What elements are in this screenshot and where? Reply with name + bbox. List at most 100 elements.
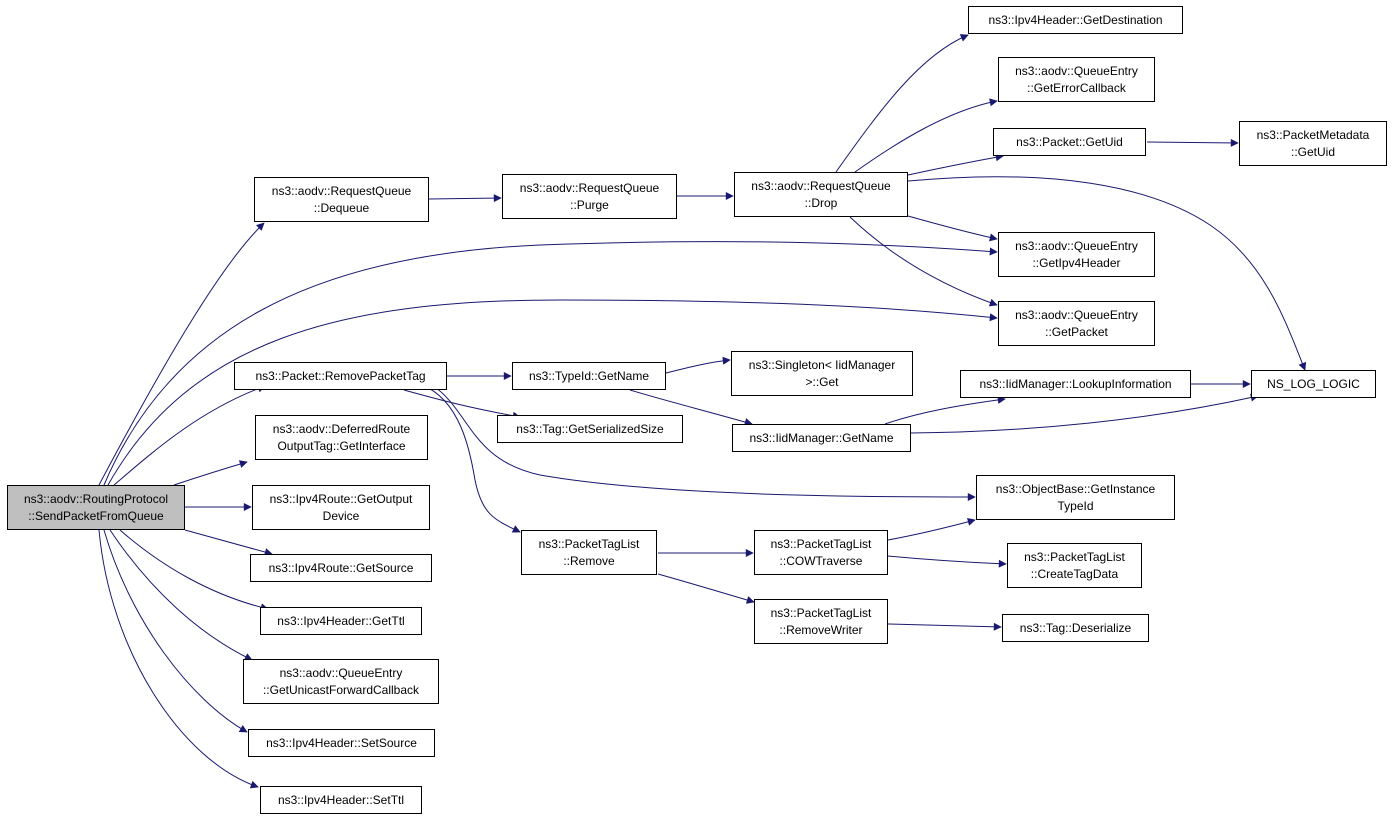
node-label-line: ns3::TypeId::GetName — [528, 368, 650, 383]
node-iid-getname[interactable]: ns3::IidManager::GetName — [732, 424, 911, 452]
node-root[interactable]: ns3::aodv::RoutingProtocol::SendPacketFr… — [7, 485, 185, 530]
node-qe-geterrcb[interactable]: ns3::aodv::QueueEntry::GetErrorCallback — [998, 57, 1155, 102]
node-label-line: Device — [322, 508, 360, 523]
node-label-line: ns3::PacketTagList — [770, 536, 872, 551]
node-label-line: ns3::PacketTagList — [538, 536, 640, 551]
node-rq-drop[interactable]: ns3::aodv::RequestQueue::Drop — [734, 172, 908, 217]
edge-pkt_getuid-to-pm_getuid — [1146, 138, 1239, 147]
edge-pkt_removetag-to-tag_getsize — [403, 389, 521, 420]
node-ipv4h-setsrc[interactable]: ns3::Ipv4Header::SetSource — [248, 729, 435, 757]
node-ipv4h-getdest[interactable]: ns3::Ipv4Header::GetDestination — [968, 6, 1183, 34]
node-label-line: ::SendPacketFromQueue — [28, 508, 164, 523]
node-ipv4h-setttl[interactable]: ns3::Ipv4Header::SetTtl — [260, 786, 422, 814]
edge-root-to-ipv4h_getttl — [119, 529, 269, 612]
node-label-line: ns3::aodv::RequestQueue — [271, 183, 412, 198]
node-ptl-removewriter[interactable]: ns3::PacketTagList::RemoveWriter — [754, 599, 888, 644]
edge-pkt_removetag-to-ob_getinst — [431, 384, 976, 501]
node-label-line: ns3::IidManager::LookupInformation — [979, 376, 1172, 391]
node-ipv4h-getttl[interactable]: ns3::Ipv4Header::GetTtl — [260, 607, 422, 635]
node-label-line: ::CreateTagData — [1030, 566, 1119, 581]
node-label-line: ::Dequeue — [313, 200, 370, 215]
node-ptl-createtag[interactable]: ns3::PacketTagList::CreateTagData — [1007, 543, 1142, 588]
edge-root-to-pkt_removetag — [113, 384, 266, 486]
node-label-line: >::Get — [805, 374, 839, 389]
node-label-line: ns3::Packet::RemovePacketTag — [255, 368, 426, 383]
node-label-line: ns3::Ipv4Route::GetSource — [268, 560, 414, 575]
node-label-line: TypeId — [1057, 498, 1094, 513]
node-tag-deser[interactable]: ns3::Tag::Deserialize — [1002, 614, 1149, 642]
edge-pkt_removetag-to-ptl_remove — [421, 384, 521, 533]
edge-rq_dequeue-to-rq_purge — [428, 194, 502, 203]
node-ptl-remove[interactable]: ns3::PacketTagList::Remove — [521, 530, 657, 575]
node-label-line: ::Purge — [570, 197, 609, 212]
node-label-line: ::GetErrorCallback — [1027, 80, 1126, 95]
edge-rq_drop-to-qe_geterrcb — [854, 98, 998, 173]
node-label-line: ns3::IidManager::GetName — [749, 430, 894, 445]
edge-root-to-route_getsrc — [184, 529, 273, 556]
node-qe-getipv4h[interactable]: ns3::aodv::QueueEntry::GetIpv4Header — [998, 232, 1155, 277]
node-qe-getucb[interactable]: ns3::aodv::QueueEntry::GetUnicastForward… — [243, 659, 439, 704]
edge-iid_getname-to-iid_lookup — [884, 395, 1006, 425]
edge-iid_getname-to-ns_log_logic — [910, 393, 1259, 434]
node-label-line: ns3::Ipv4Header::GetDestination — [988, 12, 1163, 27]
node-singleton-get[interactable]: ns3::Singleton< IidManager>::Get — [731, 351, 913, 396]
node-label-line: ns3::PacketMetadata — [1256, 127, 1370, 142]
node-label-line: ns3::Ipv4Header::SetSource — [266, 735, 417, 750]
node-rq-purge[interactable]: ns3::aodv::RequestQueue::Purge — [502, 174, 677, 219]
edge-ptl_cow-to-ptl_createtag — [887, 555, 1007, 568]
node-pkt-getuid[interactable]: ns3::Packet::GetUid — [993, 128, 1146, 156]
node-typeid-getname[interactable]: ns3::TypeId::GetName — [512, 362, 666, 390]
edge-rq_drop-to-ns_log_logic — [907, 176, 1307, 371]
node-label-line: ::RemoveWriter — [779, 622, 863, 637]
node-label-line: ns3::aodv::RoutingProtocol — [23, 491, 169, 506]
node-label-line: ns3::PacketTagList — [1024, 549, 1125, 564]
node-pm-getuid[interactable]: ns3::PacketMetadata::GetUid — [1239, 121, 1387, 166]
edge-root-to-ipv4h_setttl — [98, 529, 259, 789]
node-label-line: ns3::aodv::RequestQueue — [519, 180, 660, 195]
edge-root-to-ipv4h_setsrc — [103, 529, 248, 733]
node-label-line: ns3::Ipv4Route::GetOutput — [269, 491, 413, 506]
node-label-line: ns3::aodv::QueueEntry — [1015, 238, 1138, 253]
node-rq-dequeue[interactable]: ns3::aodv::RequestQueue::Dequeue — [254, 177, 429, 222]
node-label-line: ns3::Tag::GetSerializedSize — [516, 421, 664, 436]
node-pkt-removetag[interactable]: ns3::Packet::RemovePacketTag — [234, 362, 447, 390]
node-label-line: ::GetUnicastForwardCallback — [262, 682, 420, 697]
edge-typeid_getname-to-iid_getname — [629, 389, 753, 426]
edge-root-to-qe_getpacket — [107, 299, 998, 486]
node-label-line: ::COWTraverse — [779, 553, 863, 568]
node-label-line: ::GetIpv4Header — [1032, 255, 1121, 270]
node-qe-getpacket[interactable]: ns3::aodv::QueueEntry::GetPacket — [998, 301, 1155, 346]
node-label-line: ns3::Tag::Deserialize — [1019, 620, 1132, 635]
node-label-line: ns3::ObjectBase::GetInstance — [995, 481, 1156, 496]
node-ns-log-logic[interactable]: NS_LOG_LOGIC — [1251, 370, 1376, 398]
edge-ptl_remove-to-ptl_removewriter — [657, 573, 755, 604]
edge-rq_drop-to-qe_getpacket — [849, 216, 998, 307]
node-label-line: ns3::aodv::QueueEntry — [1015, 63, 1138, 78]
edge-root-to-rq_dequeue — [98, 222, 265, 486]
node-label-line: ns3::aodv::QueueEntry — [1015, 307, 1138, 322]
node-label-line: ::GetUid — [1290, 144, 1335, 159]
edge-root-to-drot_getif — [173, 460, 248, 486]
node-label-line: ::Remove — [563, 553, 615, 568]
node-route-getsrc[interactable]: ns3::Ipv4Route::GetSource — [250, 554, 432, 582]
node-ptl-cow[interactable]: ns3::PacketTagList::COWTraverse — [754, 530, 888, 575]
edge-ptl_cow-to-ob_getinst — [887, 517, 976, 541]
node-label-line: ns3::Ipv4Header::GetTtl — [277, 613, 405, 628]
edge-ptl_removewriter-to-tag_deser — [887, 622, 1002, 631]
node-label-line: ::GetPacket — [1045, 324, 1108, 339]
edge-rq_drop-to-qe_getipv4h — [907, 215, 998, 242]
node-iid-lookup[interactable]: ns3::IidManager::LookupInformation — [960, 370, 1191, 398]
node-tag-getsize[interactable]: ns3::Tag::GetSerializedSize — [497, 415, 683, 443]
edge-root-to-qe_getucb — [109, 529, 253, 661]
node-label-line: ns3::aodv::RequestQueue — [751, 178, 891, 193]
node-label-line: ns3::aodv::DeferredRoute — [272, 421, 411, 436]
node-label-line: OutputTag::GetInterface — [277, 438, 406, 453]
edge-rq_drop-to-ipv4h_getdest — [835, 34, 969, 173]
node-label-line: ns3::Packet::GetUid — [1016, 134, 1123, 149]
edge-typeid_getname-to-singleton_get — [665, 356, 731, 374]
